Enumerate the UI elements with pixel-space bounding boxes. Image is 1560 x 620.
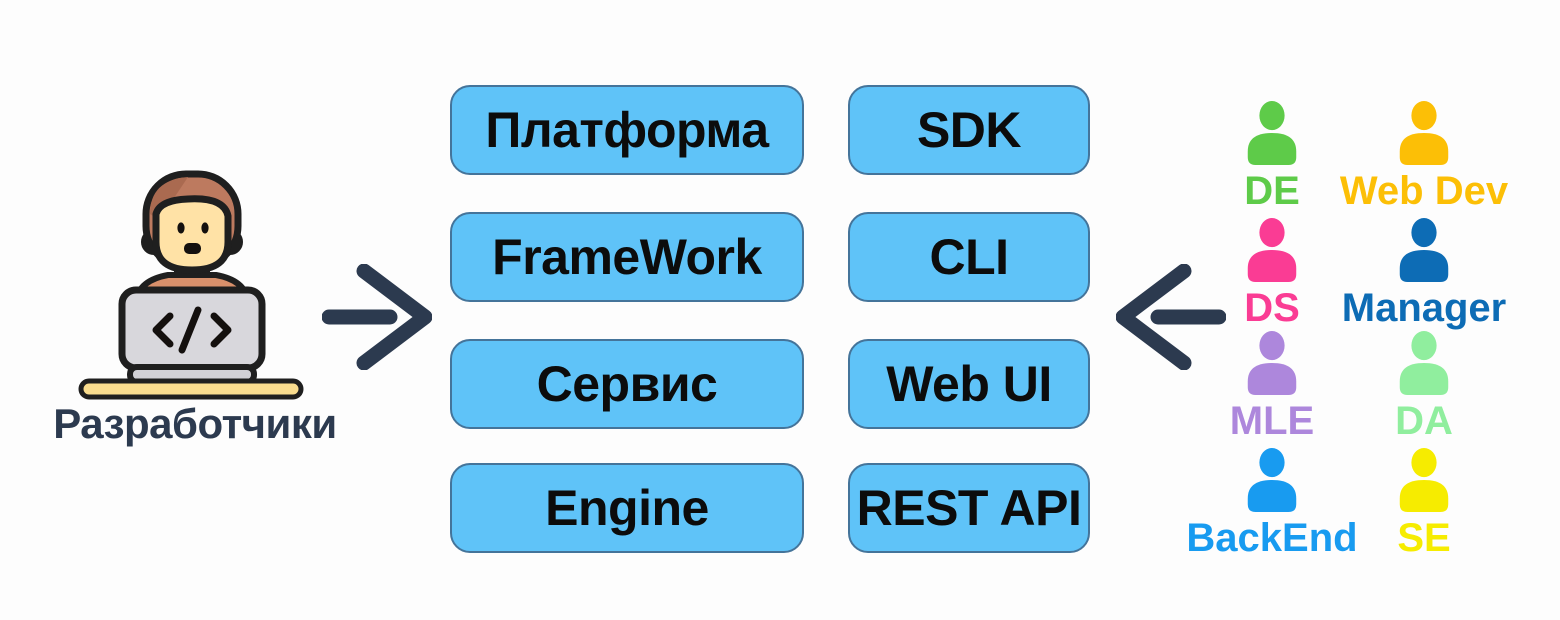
role-label: DA: [1395, 399, 1453, 443]
eye-right-shape: [201, 222, 209, 234]
box-engine: Engine: [450, 463, 804, 553]
person-icon: [1399, 448, 1449, 512]
arrow-right-icon: [322, 264, 432, 370]
box-framework: FrameWork: [450, 212, 804, 302]
role-label: DS: [1244, 286, 1300, 330]
hair-shade-shape: [150, 177, 188, 218]
face-shape: [152, 195, 232, 274]
box-sdk: SDK: [848, 85, 1090, 175]
person-icon: [1399, 101, 1449, 165]
person-icon: [1399, 331, 1449, 395]
box-cli: CLI: [848, 212, 1090, 302]
role-label: SE: [1397, 516, 1451, 560]
developer-at-laptop-illustration: [78, 170, 304, 400]
box-servis: Сервис: [450, 339, 804, 429]
role-da: DA: [1314, 331, 1534, 442]
person-icon: [1247, 448, 1297, 512]
person-icon: [1247, 331, 1297, 395]
role-web-dev: Web Dev: [1314, 101, 1534, 212]
role-label: DE: [1244, 169, 1300, 213]
box-web-ui: Web UI: [848, 339, 1090, 429]
role-label: Web Dev: [1339, 169, 1509, 213]
person-icon: [1247, 218, 1297, 282]
eye-left-shape: [177, 222, 185, 234]
role-backend: BackEnd: [1162, 448, 1382, 559]
role-se: SE: [1314, 448, 1534, 559]
arrow-left-icon: [1116, 264, 1226, 370]
role-label: Manager: [1341, 286, 1507, 330]
desk-shape: [78, 378, 304, 400]
box-rest-api: REST API: [848, 463, 1090, 553]
role-de: DE: [1162, 101, 1382, 212]
developers-label: Разработчики: [53, 400, 337, 447]
role-label: MLE: [1229, 399, 1315, 443]
role-label: BackEnd: [1186, 516, 1358, 560]
person-icon: [1399, 218, 1449, 282]
box-platforma: Платформа: [450, 85, 804, 175]
mouth-shape: [184, 243, 201, 254]
role-ds: DS: [1162, 218, 1382, 329]
role-mle: MLE: [1162, 331, 1382, 442]
code-symbol-icon: [152, 306, 232, 354]
role-manager: Manager: [1314, 218, 1534, 329]
person-icon: [1247, 101, 1297, 165]
